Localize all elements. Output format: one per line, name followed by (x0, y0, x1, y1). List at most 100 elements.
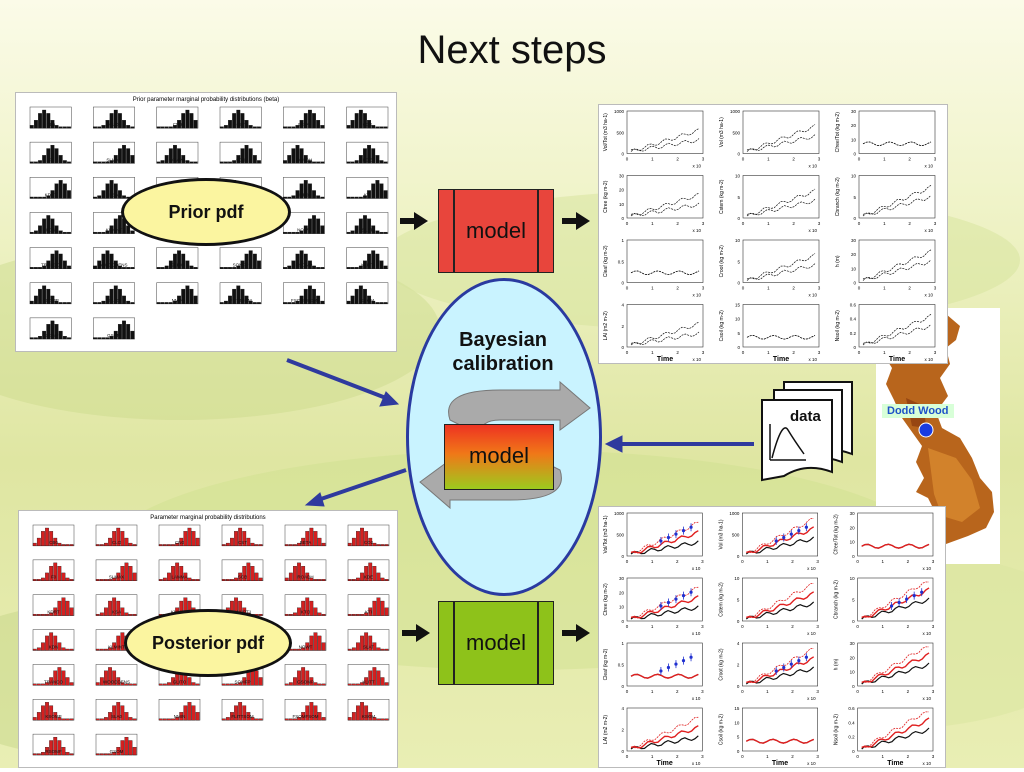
hist-bar (57, 542, 62, 547)
obs-point (789, 532, 793, 536)
hist-bar (105, 120, 110, 129)
x-tick-label: 1 (883, 350, 886, 355)
hist-bar (126, 324, 131, 340)
hist-bar (41, 613, 45, 616)
y-tick-label: 0.5 (618, 259, 625, 264)
hist-bar (295, 231, 300, 234)
hist-bar (316, 120, 321, 129)
y-tick-label: 0 (737, 749, 740, 754)
hist-bar (38, 225, 42, 234)
hist-bar (177, 250, 182, 269)
x-tick-label: 3 (932, 624, 935, 629)
y-tick-label: 2 (737, 663, 740, 668)
series-line (630, 540, 699, 555)
param-label: FSOMFSOM (293, 714, 319, 719)
hist-bar (258, 544, 263, 547)
hist-bar (291, 302, 296, 305)
prior-pdf-oval: Prior pdf (121, 178, 291, 246)
hist-bar (305, 531, 310, 547)
hist-bar (164, 302, 169, 305)
y-tick-label: 1 (621, 641, 624, 646)
hist-bar (238, 702, 243, 721)
hist-bar (376, 647, 381, 651)
hist-bar (58, 302, 63, 305)
x-tick-label: 0 (741, 624, 744, 629)
param-label: SCB (236, 157, 245, 162)
hist-bar (120, 531, 125, 547)
hist-bar (316, 218, 321, 234)
hist-bar (120, 705, 125, 721)
y-tick-label: 30 (850, 641, 856, 646)
hist-bar (45, 682, 49, 686)
hist-bar (93, 161, 98, 164)
hist-bar (132, 747, 137, 756)
hist-bar (242, 566, 247, 581)
hist-bar (195, 537, 200, 547)
hist-bar (309, 635, 314, 651)
hist-bar (50, 144, 55, 164)
hist-bar (93, 265, 98, 269)
hist-bar (65, 648, 70, 651)
hist-bar (320, 225, 325, 234)
hist-bar (164, 265, 169, 269)
hist-bar (309, 677, 314, 686)
y-tick-label: 0 (621, 281, 624, 286)
param-label: GSOMP (296, 263, 313, 268)
hist-bar (112, 752, 117, 756)
hist-bar (109, 336, 114, 340)
param-label: TRANCO (41, 263, 60, 268)
data-document-icon (761, 381, 853, 482)
param-label: LAMMA (171, 575, 187, 580)
hist-bar (105, 250, 110, 269)
x-tick-label: 2 (908, 350, 911, 355)
hist-bar (61, 597, 66, 616)
hist-bar (179, 712, 184, 721)
hist-bar (93, 126, 98, 129)
hist-bar (383, 190, 388, 199)
x-tick-label: 0 (741, 754, 744, 759)
hist-bar (128, 542, 133, 547)
hist-bar (130, 302, 135, 305)
hist-bar (189, 113, 194, 129)
hist-bar (193, 267, 198, 269)
x-tick-label: 0 (858, 350, 861, 355)
hist-bar (160, 302, 165, 305)
hist-bar (69, 648, 74, 651)
param-label: KDRT (47, 610, 59, 615)
hist-bar (379, 260, 384, 269)
param-label: SLA0 (111, 714, 123, 719)
hist-bar (173, 300, 177, 305)
hist-bar (122, 120, 126, 129)
y-tick-label: 0 (853, 152, 856, 157)
y-tick-label: 0 (621, 684, 624, 689)
hist-bar (49, 531, 54, 547)
hist-bar (122, 195, 126, 199)
hist-bar (297, 607, 301, 616)
hist-bar (38, 160, 42, 164)
param-label: KSA (109, 192, 118, 197)
hist-bar (238, 527, 243, 547)
param-label: LAMMA (169, 157, 185, 162)
x-scale-note: x 10 (808, 293, 817, 298)
hist-bar (109, 288, 114, 305)
hist-bar (57, 717, 62, 721)
hist-bar (175, 717, 180, 721)
series-line (630, 605, 699, 620)
hist-bar (379, 302, 384, 305)
series-line (630, 586, 699, 619)
hist-bar (105, 161, 110, 164)
hist-bar (32, 613, 37, 616)
hist-bar (32, 542, 37, 547)
hist-bar (181, 253, 186, 269)
hist-bar (168, 260, 173, 269)
hist-bar (67, 190, 71, 199)
hist-bar (42, 285, 47, 305)
y-tick-label: 10 (734, 720, 740, 725)
plot-frame (857, 642, 934, 687)
hist-bar (117, 265, 122, 269)
hist-bar (193, 295, 198, 305)
hist-bar (376, 718, 381, 721)
hist-bar (50, 320, 55, 340)
hist-bar (238, 682, 243, 686)
hist-bar (160, 267, 165, 269)
